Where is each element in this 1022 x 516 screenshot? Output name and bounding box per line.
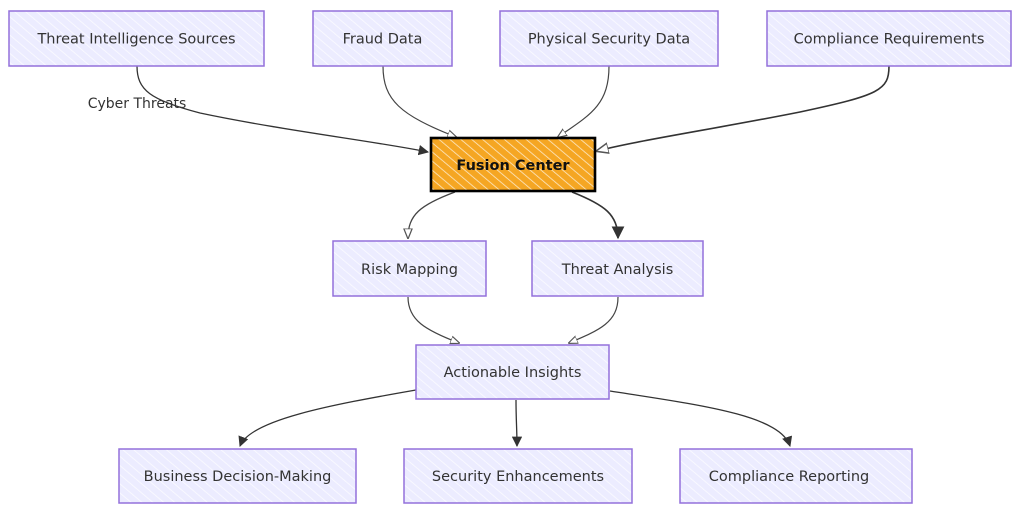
edge-fusion-to-threat-analysis — [571, 191, 625, 240]
node-label: Risk Mapping — [361, 262, 458, 278]
node-risk-mapping[interactable]: Risk Mapping — [332, 240, 487, 297]
edge-threat-intel-to-fusion — [136, 65, 430, 156]
node-actionable-insights[interactable]: Actionable Insights — [415, 344, 610, 400]
node-label: Threat Intelligence Sources — [36, 32, 235, 48]
node-label: Fraud Data — [343, 32, 423, 48]
edge-insights-to-compliance-reporting — [609, 390, 793, 447]
node-compliance-requirements[interactable]: Compliance Requirements — [766, 10, 1012, 67]
node-threat-analysis[interactable]: Threat Analysis — [531, 240, 704, 297]
node-compliance-reporting[interactable]: Compliance Reporting — [679, 448, 913, 504]
node-fusion-center[interactable]: Fusion Center — [429, 136, 597, 193]
node-fraud-data[interactable]: Fraud Data — [312, 10, 453, 67]
edges-layer: Cyber Threats — [88, 65, 890, 448]
edge-threat-analysis-to-insights — [569, 296, 619, 343]
node-threat-intelligence-sources[interactable]: Threat Intelligence Sources — [8, 10, 265, 67]
node-label: Security Enhancements — [432, 469, 604, 485]
nodes-layer: Threat Intelligence Sources Fraud Data P… — [8, 10, 1012, 504]
edge-label-cyber-threats: Cyber Threats — [88, 96, 187, 112]
edge-insights-to-business — [238, 389, 417, 447]
node-label: Actionable Insights — [444, 365, 582, 381]
edge-fusion-to-risk — [408, 191, 456, 238]
node-label: Compliance Requirements — [794, 32, 985, 48]
edge-risk-to-insights — [407, 296, 459, 343]
node-label: Physical Security Data — [528, 32, 690, 48]
node-security-enhancements[interactable]: Security Enhancements — [403, 448, 633, 504]
node-label: Fusion Center — [456, 158, 570, 174]
node-physical-security-data[interactable]: Physical Security Data — [499, 10, 719, 67]
node-label: Business Decision-Making — [144, 469, 332, 485]
edge-fraud-to-fusion — [382, 65, 456, 137]
node-business-decision-making[interactable]: Business Decision-Making — [118, 448, 357, 504]
edge-compliance-req-to-fusion — [597, 65, 890, 151]
edge-physical-to-fusion — [558, 65, 610, 137]
node-label: Compliance Reporting — [709, 469, 869, 485]
edge-insights-to-security — [511, 399, 523, 448]
node-label: Threat Analysis — [561, 262, 674, 278]
